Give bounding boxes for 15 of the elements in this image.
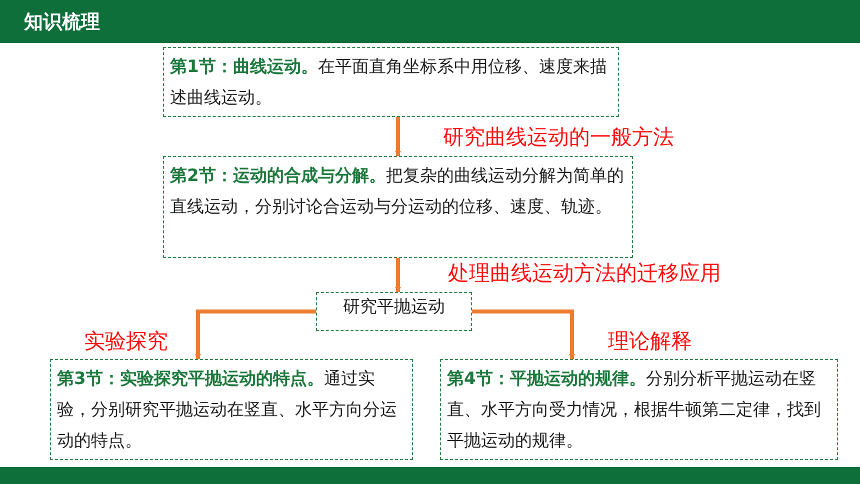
node-text: 研究平抛运动 <box>342 296 446 319</box>
section-box <box>163 47 619 117</box>
arrow <box>472 310 575 360</box>
section-box <box>440 359 838 460</box>
section-box <box>163 156 633 258</box>
page-title: 知识梳理 <box>24 10 100 35</box>
arrow <box>395 117 401 157</box>
section-text: 第3节：实验探究平抛运动的特点。通过实验，分别研究平抛运动在竖直、水平方向分运动的特点。 <box>57 368 398 453</box>
topic-box <box>316 292 472 331</box>
arrow <box>395 258 401 293</box>
arrow <box>195 310 316 360</box>
section-text: 第2节：运动的合成与分解。把复杂的曲线运动分解为简单的直线运动，分别讨论合运动与分运动的位移、速度、轨迹。 <box>170 165 625 219</box>
section-text: 第4节：平抛运动的规律。分别分析平抛运动在竖直、水平方向受力情况，根据牛顿第二定律，找到平抛运动的规律。 <box>447 368 822 453</box>
section-box <box>50 359 413 460</box>
section-text: 第1节：曲线运动。在平面直角坐标系中用位移、速度来描述曲线运动。 <box>170 56 608 110</box>
